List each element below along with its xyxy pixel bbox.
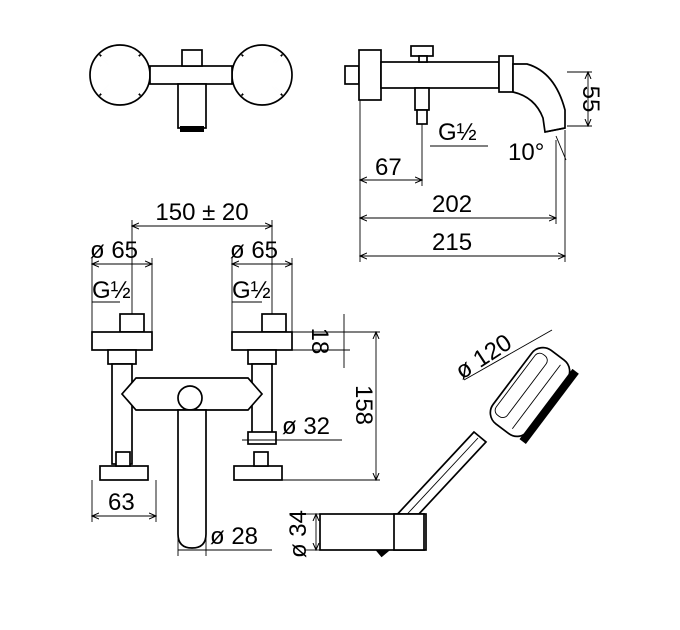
spout-front xyxy=(177,409,207,549)
dim-g12-right: G½ xyxy=(232,277,271,304)
dim-d65-left: ø 65 xyxy=(90,237,138,264)
diverter-front xyxy=(177,385,203,411)
dim-g12-left: G½ xyxy=(92,277,131,304)
dim-g12-side: G½ xyxy=(438,119,477,146)
left-handle-side xyxy=(358,49,382,101)
dim-d28: ø 28 xyxy=(210,523,258,550)
hand-shower: ø 120 ø 34 xyxy=(285,329,579,558)
side-view: 55 67 G½ 10° 202 215 xyxy=(344,45,604,262)
right-handle-front xyxy=(233,465,283,481)
left-valve-body xyxy=(111,363,133,465)
dim-215: 215 xyxy=(432,229,472,256)
spout-side xyxy=(512,63,566,134)
dim-d120: ø 120 xyxy=(451,329,517,385)
right-escutcheon xyxy=(231,331,293,351)
body-side xyxy=(380,61,500,89)
dim-d34: ø 34 xyxy=(285,510,312,558)
aerator-top xyxy=(180,126,204,132)
left-handle-top xyxy=(89,44,151,106)
dim-67: 67 xyxy=(375,154,402,181)
dim-10deg: 10° xyxy=(508,139,544,166)
front-view: 150 ± 20 ø 65 ø 65 G½ G½ xyxy=(90,199,380,556)
dim-158: 158 xyxy=(350,385,377,425)
diverter-top xyxy=(181,49,203,67)
dim-d32: ø 32 xyxy=(282,413,330,440)
dim-63: 63 xyxy=(108,489,135,516)
right-handle-side xyxy=(498,55,514,93)
left-handle-front xyxy=(99,465,149,481)
dim-150: 150 ± 20 xyxy=(155,199,248,226)
left-escutcheon xyxy=(91,331,153,351)
dim-d65-right: ø 65 xyxy=(230,237,278,264)
body-top xyxy=(149,65,233,85)
dim-202: 202 xyxy=(432,191,472,218)
dim-55: 55 xyxy=(577,86,604,113)
shower-face xyxy=(519,368,579,444)
top-view xyxy=(89,44,293,132)
right-handle-top xyxy=(231,44,293,106)
spout-top xyxy=(177,83,207,129)
diverter-knob-side xyxy=(410,45,434,57)
